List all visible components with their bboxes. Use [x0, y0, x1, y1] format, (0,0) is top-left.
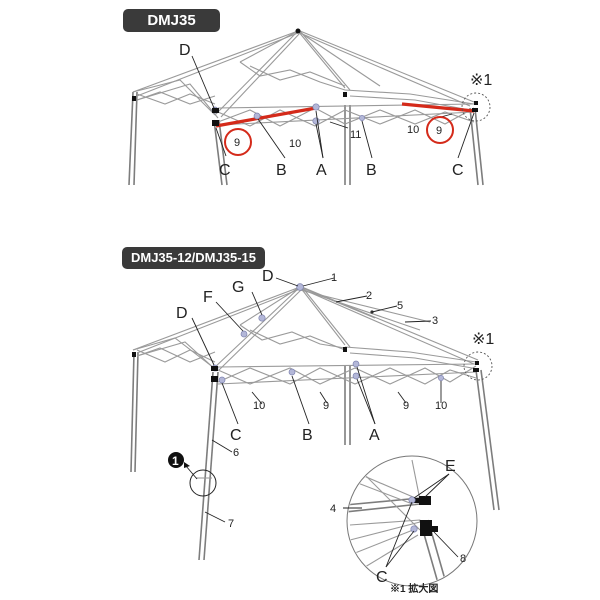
detail-ref-circle-bottom [463, 351, 493, 381]
label-d-peak: D [262, 268, 274, 285]
detail-caption: ※1 拡大図 [390, 582, 438, 595]
label-e-detail: E [445, 458, 456, 475]
highlight-circle-9-left [224, 128, 252, 156]
leaders-top [191, 55, 475, 159]
label-9-left: 9 [234, 137, 240, 149]
label-g: G [232, 279, 244, 296]
bracket-c-right-bottom [473, 368, 479, 372]
label-7: 7 [228, 518, 234, 530]
bracket-d-bottom [211, 366, 218, 371]
bracket-c-right-top [472, 108, 478, 112]
label-a: A [316, 162, 327, 179]
label-c-right: C [452, 162, 464, 179]
bracket-left-corner-bottom [132, 352, 136, 357]
leaders-detail [343, 473, 459, 568]
bracket-center-bottom [343, 347, 347, 352]
label-10-right-bottom: 10 [435, 400, 447, 412]
joints-top [211, 28, 365, 125]
bracket-c-bottom [211, 376, 218, 382]
bracket-d-top [212, 108, 219, 113]
label-10-left-bottom: 10 [253, 400, 265, 412]
label-11: 11 [350, 129, 361, 141]
circled-number-1-icon: 1 [168, 452, 190, 468]
label-2: 2 [366, 290, 372, 302]
detail-ref-circle-top [461, 92, 491, 122]
label-c-detail: C [376, 569, 388, 586]
label-4-detail: 4 [330, 503, 336, 515]
label-f: F [203, 289, 213, 306]
label-c-bottom: C [230, 427, 242, 444]
label-6: 6 [233, 447, 239, 459]
label-9-right: 9 [436, 125, 442, 137]
leaders-bottom [185, 277, 442, 523]
bracket-right-top [474, 101, 478, 105]
label-9-left-bottom: 9 [323, 400, 329, 412]
label-1: 1 [331, 272, 337, 284]
label-3: 3 [432, 315, 438, 327]
label-10-left: 10 [289, 138, 301, 150]
label-b-right: B [366, 162, 377, 179]
label-b-bottom: B [302, 427, 313, 444]
label-detail-ref-bottom: ※1 [472, 331, 494, 348]
highlight-pole-9-left [215, 106, 317, 128]
bracket-left-corner-top [132, 96, 136, 101]
label-8-detail: 8 [460, 553, 466, 565]
canopy-frame-bottom [130, 286, 500, 561]
label-5: 5 [397, 300, 403, 312]
model-tag-dmj35-12-15: DMJ35-12/DMJ35-15 [122, 247, 265, 269]
bracket-right-bottom [475, 361, 479, 365]
model-tag-dmj35: DMJ35 [123, 9, 220, 32]
bracket-center-top [343, 92, 347, 97]
label-10-right: 10 [407, 124, 419, 136]
label-a-bottom: A [369, 427, 380, 444]
svg-text:1: 1 [172, 454, 179, 468]
highlight-circle-9-right [426, 116, 454, 144]
label-b-left: B [276, 162, 287, 179]
label-detail-ref-top: ※1 [470, 72, 492, 89]
label-d-side: D [176, 305, 188, 322]
detail-enlargement [346, 455, 478, 587]
label-9-right-bottom: 9 [403, 400, 409, 412]
leg-ref-circle [189, 469, 217, 497]
label-c-left: C [219, 162, 231, 179]
label-d: D [179, 42, 191, 59]
bracket-c-top [212, 120, 219, 126]
